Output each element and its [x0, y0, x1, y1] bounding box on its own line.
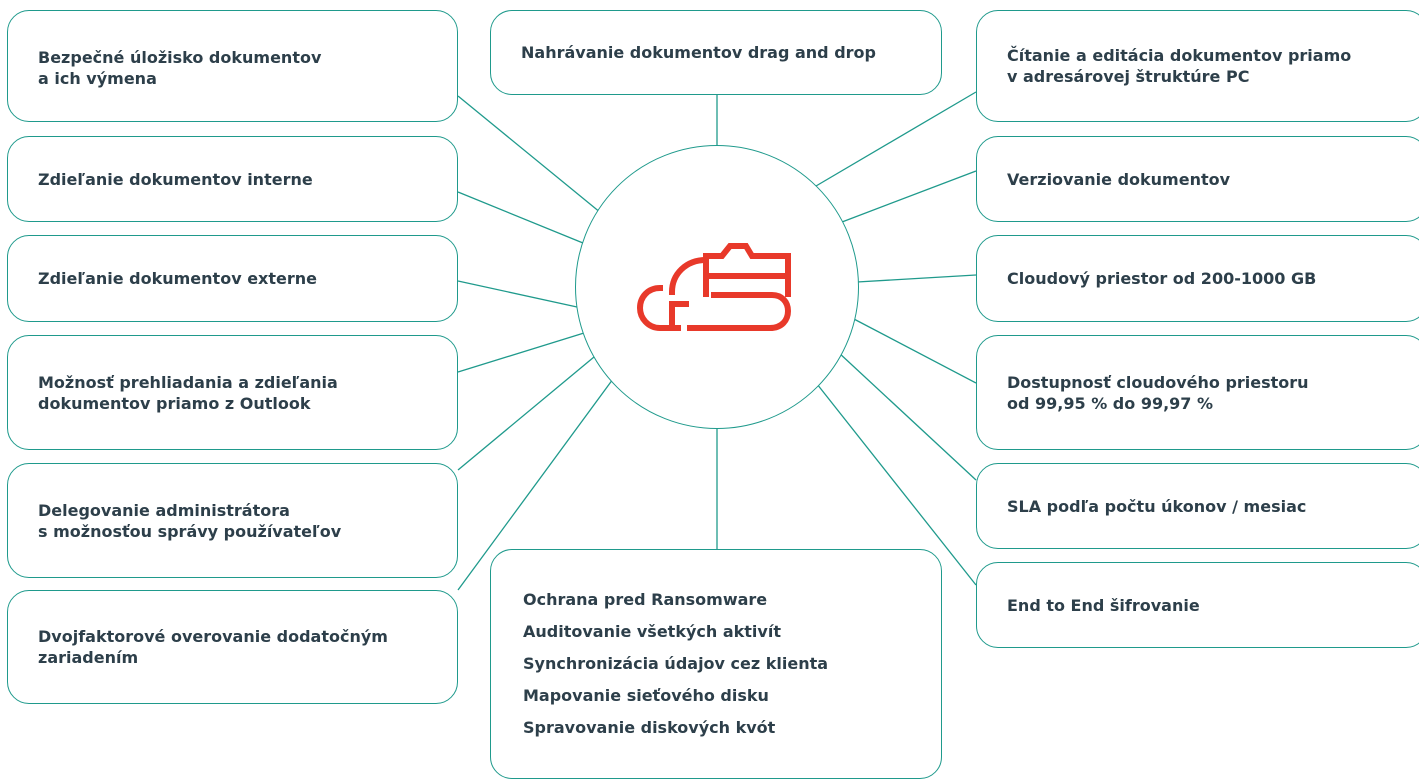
- list-item: Spravovanie diskových kvót: [523, 718, 776, 737]
- feature-cloud-space: Cloudový priestor od 200-1000 GB: [976, 235, 1419, 322]
- connector-right-1: [815, 91, 977, 187]
- feature-secure-storage: Bezpečné úložisko dokumentov a ich výmen…: [7, 10, 458, 122]
- connector-left-2: [457, 191, 584, 244]
- feature-text-line: Zdieľanie dokumentov externe: [38, 269, 317, 288]
- feature-delegate-admin: Delegovanie administrátora s možnosťou s…: [7, 463, 458, 578]
- feature-text-line: s možnosťou správy používateľov: [38, 521, 342, 541]
- connector-right-6: [816, 383, 977, 586]
- list-item: Auditovanie všetkých aktivít: [523, 622, 781, 641]
- feature-share-internal: Zdieľanie dokumentov interne: [7, 136, 458, 222]
- feature-text-line: Dostupnosť cloudového priestoru: [1007, 372, 1309, 392]
- feature-text-line: zariadením: [38, 648, 139, 667]
- feature-text-line: Nahrávanie dokumentov drag and drop: [521, 43, 876, 62]
- list-item: Ochrana pred Ransomware: [523, 590, 768, 609]
- feature-versioning: Verziovanie dokumentov: [976, 136, 1419, 222]
- connector-left-3: [457, 280, 578, 308]
- connector-right-4: [851, 317, 977, 384]
- feature-text-line: dokumentov priamo z Outlook: [38, 393, 311, 413]
- feature-text-line: Delegovanie administrátora: [38, 500, 290, 520]
- connector-right-2: [841, 170, 977, 223]
- central-hub: [575, 145, 859, 429]
- list-item: Synchronizácia údajov cez klienta: [523, 654, 829, 673]
- connector-left-1: [457, 95, 602, 214]
- feature-text-line: od 99,95 % do 99,97 %: [1007, 393, 1214, 413]
- feature-text-line: Verziovanie dokumentov: [1007, 169, 1231, 189]
- feature-e2e: End to End šifrovanie: [976, 562, 1419, 648]
- feature-text-line: Dvojfaktorové overovanie dodatočným: [38, 627, 388, 646]
- feature-text-line: Zdieľanie dokumentov interne: [38, 169, 313, 189]
- feature-text-line: Možnosť prehliadania a zdieľania: [38, 372, 338, 392]
- feature-text-line: SLA podľa počtu úkonov / mesiac: [1007, 496, 1307, 516]
- feature-text-line: End to End šifrovanie: [1007, 595, 1200, 615]
- feature-sla: SLA podľa počtu úkonov / mesiac: [976, 463, 1419, 549]
- feature-share-external: Zdieľanie dokumentov externe: [7, 235, 458, 322]
- feature-edit-in-pc: Čítanie a editácia dokumentov priamo v a…: [976, 10, 1419, 122]
- connector-left-5: [457, 356, 595, 471]
- feature-text-line: Cloudový priestor od 200-1000 GB: [1007, 269, 1317, 288]
- feature-outlook: Možnosť prehliadania a zdieľania dokumen…: [7, 335, 458, 450]
- feature-list-box: Ochrana pred Ransomware Auditovanie všet…: [490, 549, 942, 779]
- connector-right-3: [856, 274, 977, 283]
- feature-text-line: Bezpečné úložisko dokumentov: [38, 48, 322, 67]
- connector-left-4: [457, 332, 585, 373]
- connector-left-6: [457, 378, 614, 591]
- list-item: Mapovanie sieťového disku: [523, 686, 769, 705]
- feature-availability: Dostupnosť cloudového priestoru od 99,95…: [976, 335, 1419, 450]
- feature-drag-drop: Nahrávanie dokumentov drag and drop: [490, 10, 942, 95]
- feature-text-line: v adresárovej štruktúre PC: [1007, 67, 1250, 86]
- feature-text-line: a ich výmena: [38, 69, 157, 88]
- cloud-folder-logo-icon: [636, 243, 792, 331]
- feature-two-factor: Dvojfaktorové overovanie dodatočným zari…: [7, 590, 458, 704]
- connector-right-5: [837, 351, 977, 481]
- feature-text-line: Čítanie a editácia dokumentov priamo: [1007, 46, 1352, 65]
